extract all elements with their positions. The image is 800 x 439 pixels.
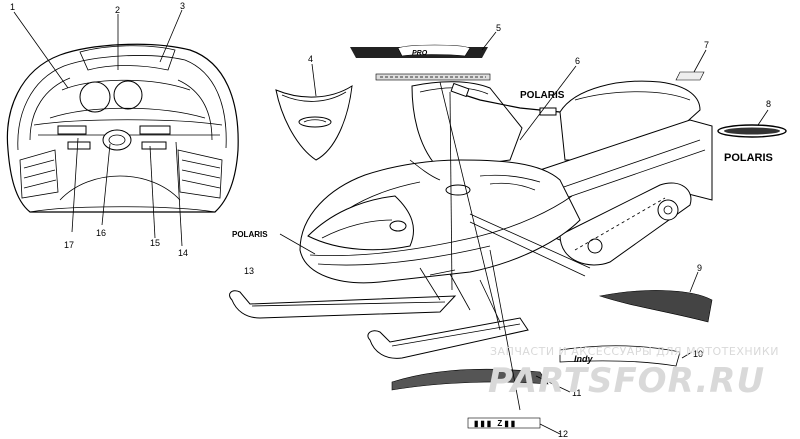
watermark-site: PARTSFOR.RU [488, 361, 765, 401]
callout-line-5 [481, 31, 497, 51]
callout-10: 10 [693, 349, 703, 359]
callout-12: 12 [558, 429, 568, 439]
decal-8-oval [717, 124, 787, 138]
svg-text:PRO: PRO [412, 50, 428, 57]
callout-2: 2 [115, 5, 120, 15]
decal-11-lower [391, 368, 549, 391]
callout-line-9 [689, 271, 699, 293]
decal-13-polaris: POLARIS [232, 230, 268, 239]
decal-5-stripe: PRO [350, 44, 488, 58]
callout-16: 16 [96, 228, 106, 238]
svg-text:Indy: Indy [574, 354, 593, 364]
callout-13: 13 [244, 266, 254, 276]
callout-line-4 [311, 63, 317, 97]
callout-line-13 [279, 233, 316, 255]
callout-4: 4 [308, 54, 313, 64]
snowmobile-body [229, 80, 713, 359]
hood-dash-view [6, 43, 239, 213]
decal-8-polaris: POLARIS [724, 152, 773, 164]
callout-line-12 [539, 423, 561, 435]
decal-12-model: ▮▮▮ Z▮▮ [467, 417, 541, 429]
callout-9: 9 [697, 263, 702, 273]
callout-line-7 [693, 49, 707, 73]
callout-line-11 [535, 375, 571, 393]
watermark: ЗАПЧАСТИ И АКСЕССУАРЫ ДЛЯ МОТОТЕХНИКИ PA… [488, 345, 779, 401]
callout-line-6 [519, 65, 577, 141]
callout-3: 3 [180, 1, 185, 11]
decal-9-swoosh [598, 290, 713, 323]
callout-line-10 [681, 351, 693, 359]
callout-line-8 [757, 109, 769, 126]
callout-numbers: 1 2 3 4 5 6 7 8 9 10 11 12 13 14 15 16 1… [10, 1, 771, 439]
decal-10-side: Indy [559, 345, 681, 367]
callout-1: 1 [10, 2, 15, 12]
callout-8: 8 [766, 99, 771, 109]
center-callout-line-3 [489, 249, 521, 411]
decal-7-small [675, 71, 705, 81]
callout-5: 5 [496, 23, 501, 33]
callout-11: 11 [572, 388, 581, 398]
center-callout-line-2 [449, 91, 453, 291]
callout-15: 15 [150, 238, 160, 248]
callout-7: 7 [704, 40, 709, 50]
watermark-tagline: ЗАПЧАСТИ И АКСЕССУАРЫ ДЛЯ МОТОТЕХНИКИ [490, 345, 779, 358]
body-polaris-label: POLARIS [520, 90, 565, 101]
decal-4-hood-shield [275, 85, 353, 161]
svg-text:▮▮▮ Z▮▮: ▮▮▮ Z▮▮ [474, 419, 517, 428]
callout-6: 6 [575, 56, 580, 66]
hood-callout-lines [13, 9, 183, 247]
decal-text-strip [375, 73, 491, 81]
callout-17: 17 [64, 240, 74, 250]
callout-14: 14 [178, 248, 188, 258]
